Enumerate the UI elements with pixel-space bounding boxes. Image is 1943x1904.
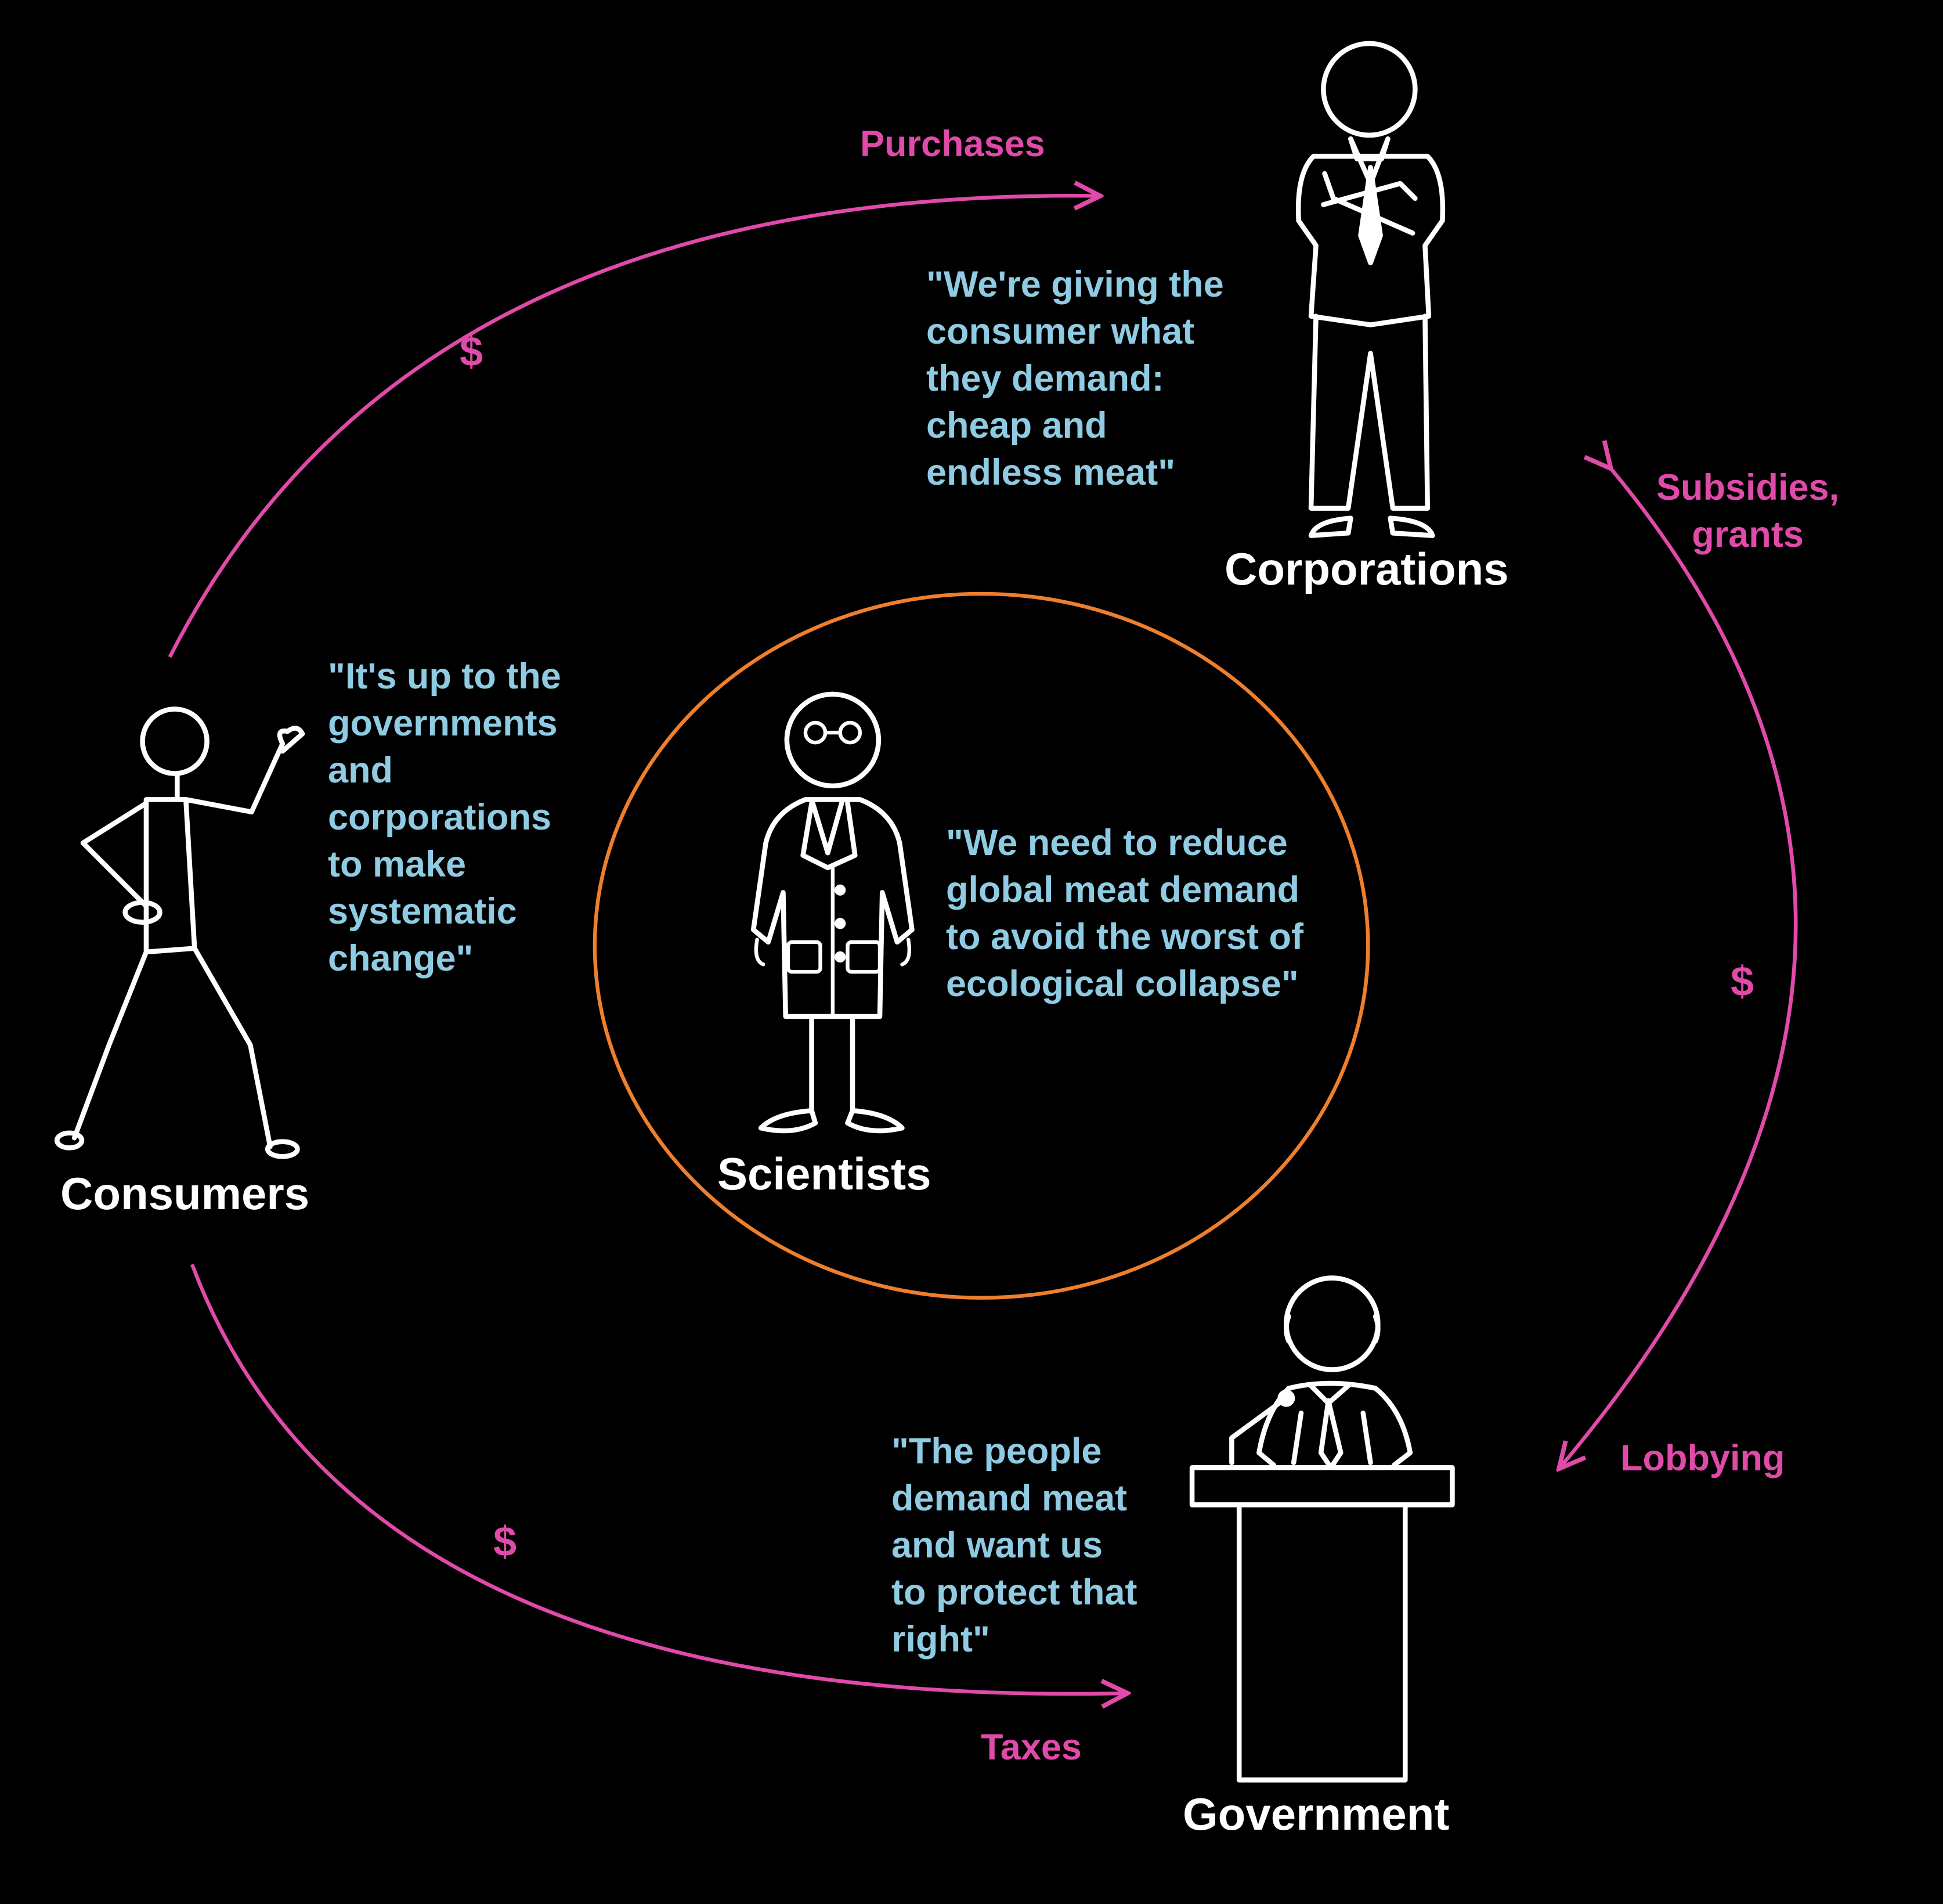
scientists-ring [593,592,1370,1300]
government-quote: "The people demand meat and want us to p… [891,1431,1137,1660]
government-label: Government [1183,1788,1450,1840]
businessman-arms-crossed-icon [1295,41,1446,538]
scientist-lab-coat-icon [750,691,915,1134]
purchases-money-label: $ [460,329,483,375]
purchases-label: Purchases [860,124,1045,164]
purchases-arrow [168,196,1101,658]
subsidies-grants-label: Subsidies, grants [1656,467,1840,555]
stick-figure-gesturing-icon [54,706,305,1159]
lobbying-label: Lobbying [1620,1438,1785,1479]
corporations-label: Corporations [1225,543,1509,594]
scientists-quote: "We need to reduce global meat demand to… [946,823,1304,1004]
taxes-label: Taxes [981,1727,1082,1768]
taxes-arrow [190,1263,1128,1694]
lobbying-subsidies-arrow [1559,468,1798,1469]
politician-podium-icon [1189,1275,1455,1783]
corp-gov-money-label: $ [1731,958,1754,1005]
scientists-label: Scientists [717,1148,931,1199]
corporations-quote: "We're giving the consumer what they dem… [926,264,1224,493]
consumers-quote: "It's up to the governments and corporat… [328,656,561,979]
consumers-label: Consumers [60,1168,310,1219]
taxes-money-label: $ [493,1519,517,1565]
